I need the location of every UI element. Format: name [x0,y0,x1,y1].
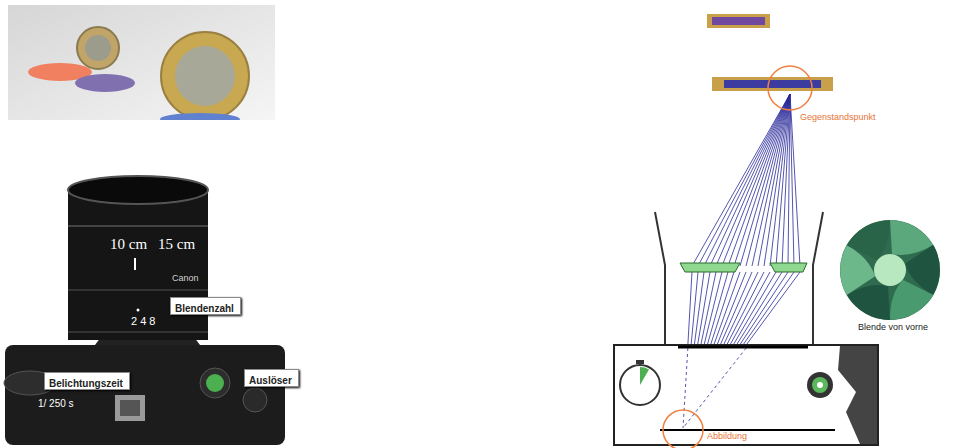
dial-value: 1/ 250 s [38,398,74,409]
light-ray [740,272,788,345]
light-ray [736,272,782,345]
aperture-icon [825,208,955,332]
light-ray [790,94,794,266]
image-label: Abbildung [707,432,747,442]
light-ray [764,94,790,266]
light-ray [704,94,790,266]
light-ray [722,94,790,266]
icon-caption: Blende von vorne [858,323,928,333]
light-ray [743,272,794,345]
light-ray [704,272,722,345]
light-ray [758,94,790,266]
light-ray [716,94,790,266]
light-ray [782,94,790,266]
callout-box: Auslöser [244,369,299,387]
light-ray [790,94,800,266]
point-label: Gegenstandspunkt [800,113,876,123]
light-ray [752,94,790,266]
light-ray [788,94,790,266]
light-ray [746,272,800,345]
callout-label: Auslöser [245,373,296,388]
callout-box: Belichtungszeit [44,372,130,390]
light-ray [683,348,688,428]
callout-label: Belichtungszeit [45,376,127,391]
lens-scale: 15 cm [158,236,195,253]
brand-mark: Canon [172,274,199,284]
light-ray [740,94,790,266]
light-ray [692,94,790,266]
light-ray [728,94,790,266]
callout-label: Blendenzahl [171,301,238,316]
light-ray [727,272,764,345]
camera-schematic [614,14,878,448]
light-ray [688,272,692,345]
camera-photo [4,176,285,445]
light-ray [717,272,746,345]
light-ray [776,94,790,266]
light-ray [734,94,790,266]
light-ray [724,272,759,345]
coins-photo [8,5,275,120]
light-ray [711,272,734,345]
light-ray [770,94,790,266]
lens-scale: 10 cm [110,236,147,253]
light-ray [683,348,746,428]
light-ray [746,94,790,266]
light-ray [698,94,790,266]
light-ray [710,94,790,266]
callout-box: Blendenzahl [170,297,241,315]
light-ray [691,272,698,345]
aperture-scale: 2 4 8 [131,315,155,327]
